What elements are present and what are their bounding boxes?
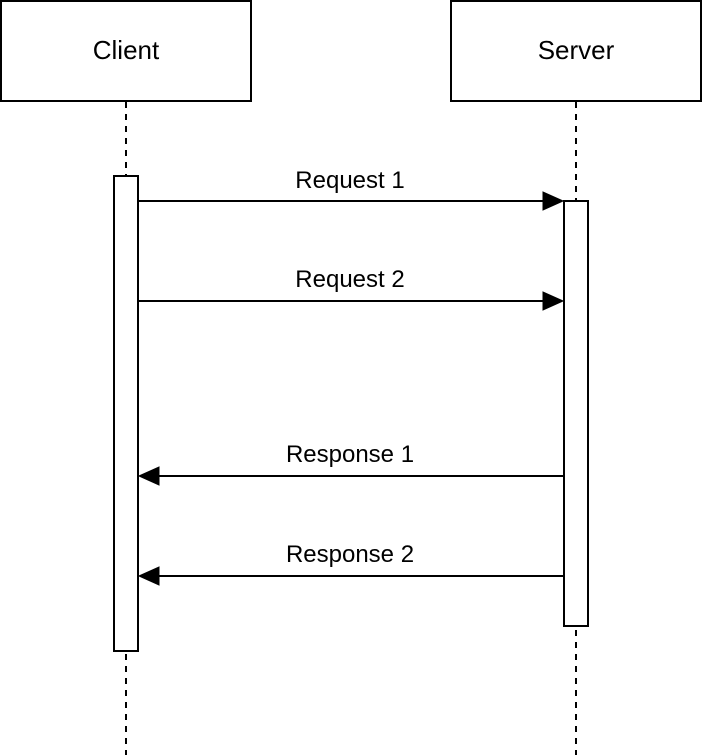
message-request-1[interactable]: Request 1 xyxy=(138,167,565,211)
message-response-2-label: Response 2 xyxy=(286,541,414,568)
arrow-right-icon xyxy=(542,191,565,211)
message-response-1[interactable]: Response 1 xyxy=(137,441,564,486)
participant-server-box xyxy=(450,0,702,102)
arrow-left-icon xyxy=(137,566,160,586)
participant-client-label: Client xyxy=(93,35,160,65)
message-response-1-label: Response 1 xyxy=(286,441,414,468)
participant-server[interactable]: Server xyxy=(450,0,702,102)
client-activation-bar xyxy=(113,175,139,652)
participant-client-box xyxy=(0,0,252,102)
message-request-2-label: Request 2 xyxy=(295,266,404,293)
message-request-1-label: Request 1 xyxy=(295,167,404,194)
participant-client[interactable]: Client xyxy=(0,0,252,102)
message-request-2[interactable]: Request 2 xyxy=(138,266,565,311)
arrow-right-icon xyxy=(542,291,565,311)
arrow-left-icon xyxy=(137,466,160,486)
message-response-2[interactable]: Response 2 xyxy=(137,541,564,586)
server-activation-bar xyxy=(563,200,589,627)
participant-server-label: Server xyxy=(538,35,615,65)
